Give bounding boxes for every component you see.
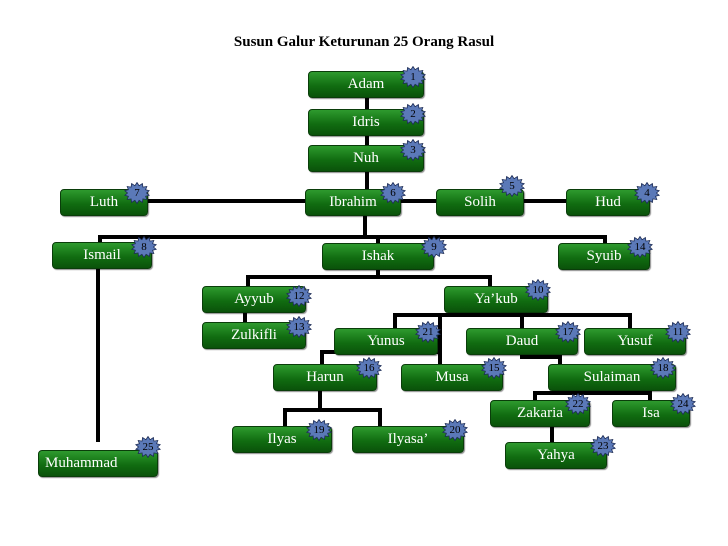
number-badge-label: 6 xyxy=(390,187,396,199)
number-badge-label: 25 xyxy=(142,441,154,453)
number-badge-ishak: 9 xyxy=(421,236,447,258)
star-burst-icon xyxy=(131,236,157,258)
star-burst-icon xyxy=(565,393,591,415)
number-badge-ilyas: 19 xyxy=(306,419,332,441)
number-badge-label: 23 xyxy=(597,440,609,452)
number-badge-luth: 7 xyxy=(124,182,150,204)
number-badge-label: 10 xyxy=(532,284,544,296)
number-badge-label: 5 xyxy=(509,180,515,192)
number-badge-label: 7 xyxy=(134,187,140,199)
number-badge-label: 1 xyxy=(410,71,416,83)
star-burst-icon xyxy=(665,321,691,343)
number-badge-label: 15 xyxy=(488,362,500,374)
star-burst-icon xyxy=(634,182,660,204)
number-badge-ismail: 8 xyxy=(131,236,157,258)
number-badge-label: 8 xyxy=(141,241,147,253)
number-badge-idris: 2 xyxy=(400,103,426,125)
star-burst-icon xyxy=(400,66,426,88)
star-burst-icon xyxy=(627,236,653,258)
number-badge-label: 17 xyxy=(562,326,574,338)
prophet-node-muhammad: Muhammad xyxy=(38,450,158,477)
number-badge-zulkifli: 13 xyxy=(286,316,312,338)
prophet-node-nuh: Nuh xyxy=(308,145,424,172)
star-burst-icon xyxy=(380,182,406,204)
number-badge-label: 19 xyxy=(313,424,325,436)
star-burst-icon xyxy=(286,285,312,307)
prophet-node-yahya: Yahya xyxy=(505,442,607,469)
number-badge-label: 12 xyxy=(293,290,305,302)
star-burst-icon xyxy=(421,236,447,258)
prophet-node-ismail: Ismail xyxy=(52,242,152,269)
star-burst-icon xyxy=(124,182,150,204)
number-badge-muhammad: 25 xyxy=(135,436,161,458)
number-badge-label: 22 xyxy=(572,398,584,410)
number-badge-solih: 5 xyxy=(499,175,525,197)
star-burst-icon xyxy=(135,436,161,458)
prophet-node-hud: Hud xyxy=(566,189,650,216)
number-badge-adam: 1 xyxy=(400,66,426,88)
prophet-node-ayyub: Ayyub xyxy=(202,286,306,313)
star-burst-icon xyxy=(400,139,426,161)
number-badge-yakub: 10 xyxy=(525,279,551,301)
number-badge-label: 2 xyxy=(410,108,416,120)
star-burst-icon xyxy=(415,321,441,343)
star-burst-icon xyxy=(590,435,616,457)
number-badge-label: 16 xyxy=(363,362,375,374)
number-badge-daud: 17 xyxy=(555,321,581,343)
star-burst-icon xyxy=(306,419,332,441)
star-burst-icon xyxy=(650,357,676,379)
number-badge-label: 18 xyxy=(657,362,669,374)
prophet-node-zakaria: Zakaria xyxy=(490,400,590,427)
number-badge-label: 14 xyxy=(634,241,646,253)
star-burst-icon xyxy=(525,279,551,301)
number-badge-nuh: 3 xyxy=(400,139,426,161)
prophet-node-syuib: Syuib xyxy=(558,243,650,270)
star-burst-icon xyxy=(400,103,426,125)
number-badge-isa: 24 xyxy=(670,393,696,415)
number-badge-harun: 16 xyxy=(356,357,382,379)
number-badge-yunus: 21 xyxy=(415,321,441,343)
star-burst-icon xyxy=(499,175,525,197)
number-badge-yahya: 23 xyxy=(590,435,616,457)
number-badge-yusuf: 11 xyxy=(665,321,691,343)
number-badge-hud: 4 xyxy=(634,182,660,204)
star-burst-icon xyxy=(286,316,312,338)
number-badge-sulaiman: 18 xyxy=(650,357,676,379)
number-badge-ayyub: 12 xyxy=(286,285,312,307)
prophet-node-ishak: Ishak xyxy=(322,243,434,270)
number-badge-zakaria: 22 xyxy=(565,393,591,415)
number-badge-label: 11 xyxy=(672,326,684,338)
star-burst-icon xyxy=(442,419,468,441)
star-burst-icon xyxy=(555,321,581,343)
number-badge-label: 3 xyxy=(410,144,416,156)
number-badge-label: 9 xyxy=(431,241,437,253)
diagram-title: Susun Galur Keturunan 25 Orang Rasul xyxy=(233,34,495,50)
prophet-node-yusuf: Yusuf xyxy=(584,328,686,355)
number-badge-label: 24 xyxy=(677,398,689,410)
number-badge-syuib: 14 xyxy=(627,236,653,258)
star-burst-icon xyxy=(356,357,382,379)
number-badge-label: 4 xyxy=(644,187,650,199)
number-badge-label: 21 xyxy=(422,326,434,338)
number-badge-musa: 15 xyxy=(481,357,507,379)
number-badge-ilyasa: 20 xyxy=(442,419,468,441)
star-burst-icon xyxy=(481,357,507,379)
number-badge-ibrahim: 6 xyxy=(380,182,406,204)
number-badge-label: 13 xyxy=(293,321,305,333)
number-badge-label: 20 xyxy=(449,424,461,436)
star-burst-icon xyxy=(670,393,696,415)
